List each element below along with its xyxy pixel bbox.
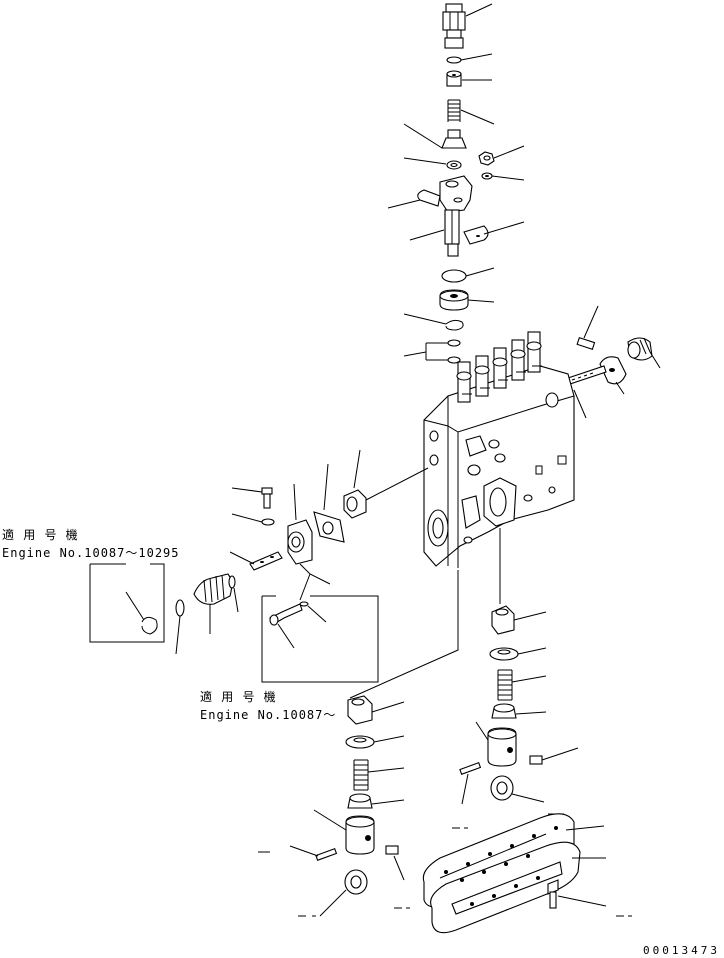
plunger-barrel [409,175,473,257]
o-ring-barrel [441,267,495,283]
pin-left [289,845,338,861]
control-rack [567,365,607,419]
snap-ring [403,313,464,331]
barrel-clamp-right [463,221,525,245]
leader-lower-left [349,570,459,699]
ring-boot [175,599,185,655]
washer-small [481,172,525,181]
note-upper-engine: Engine No.10087～10295 [2,546,180,560]
spring-seat-right [489,647,547,661]
delivery-valve [403,123,467,149]
cam-cap [343,449,367,519]
stopper [446,70,492,87]
gasket-valve [403,157,462,170]
spring-seat-upper-right [491,605,547,635]
delivery-spring [447,99,495,125]
pin-right [459,761,482,805]
roller-right [490,775,545,803]
governor-cover [287,483,331,585]
o-ring-top [446,53,493,64]
applicability-box-lower [261,573,379,683]
tappet-right [475,721,517,767]
lower-seat-right [491,703,547,719]
note-lower-engine: Engine No.10087～ [200,708,337,722]
barrel-clamp-left [387,189,441,209]
bolt-bottom [547,879,607,909]
o-ring-pair [403,339,461,364]
washer-bolt [231,513,275,526]
note-lower-label: 適 用 号 機 [200,690,277,704]
guide-right [529,747,579,765]
delivery-valve-holder [442,3,493,49]
rack-cap [627,337,661,369]
o-ring-boot [228,575,239,613]
rack-guide [599,356,627,395]
cover-gasket [313,463,345,543]
bottom-cover [430,841,606,934]
note-upper-label: 適 用 号 機 [2,528,79,542]
collar [439,289,495,311]
spring-seat-left [345,735,405,749]
drawing-number: 00013473 [643,944,720,957]
pin-rack [576,305,599,350]
applicability-box-upper [89,563,165,643]
leader-cam-cap [365,467,429,501]
plunger-spring-left [353,759,405,791]
roller-left [319,869,368,917]
boot [193,573,233,634]
guide-left [385,845,405,881]
plunger-spring-right [497,669,547,701]
pump-housing [423,331,575,568]
lower-seat-left [347,793,405,809]
tappet-left [313,809,375,855]
lever-shaft [229,551,283,571]
nut-small [478,145,525,166]
spring-seat-upper-left [347,695,405,725]
dash-markers [258,813,632,917]
bolt-cover [231,487,273,509]
